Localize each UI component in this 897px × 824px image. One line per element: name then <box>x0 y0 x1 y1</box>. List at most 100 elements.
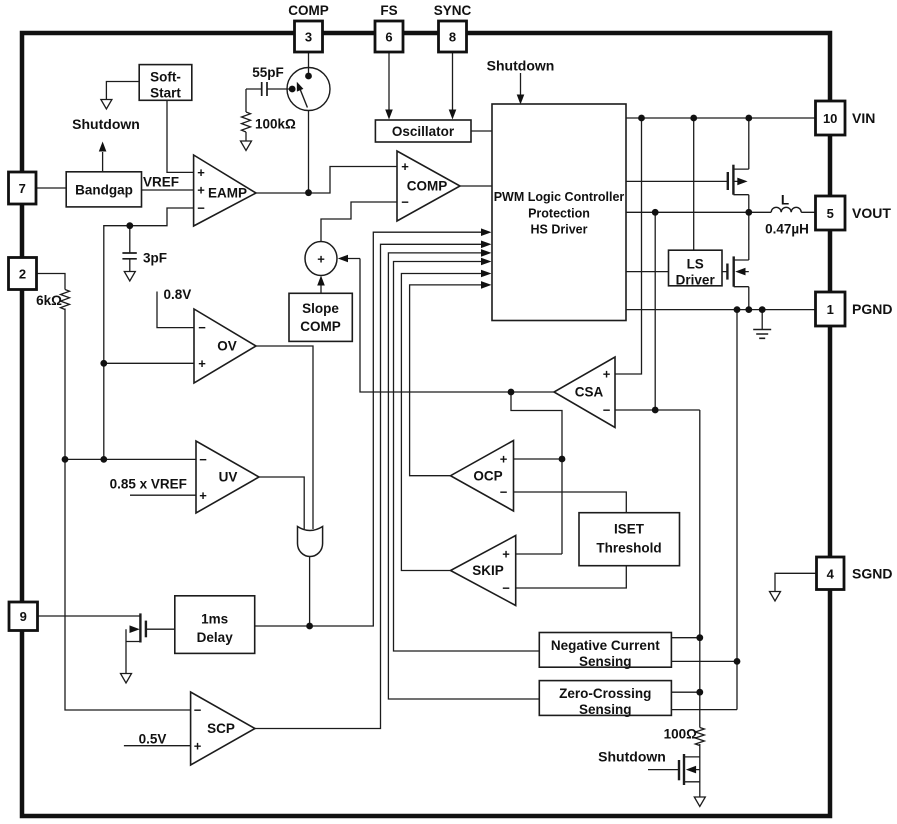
label-3pf: 3pF <box>143 251 167 266</box>
wire-delay-to-pwm <box>254 231 482 627</box>
pin-box-9 <box>7 600 39 632</box>
label-start: Start <box>150 86 181 101</box>
uv-minus: − <box>199 452 207 467</box>
earth-ground <box>753 328 772 340</box>
block-iset-threshold <box>578 511 681 567</box>
junction-dot <box>651 406 659 414</box>
label-eamp: EAMP <box>208 186 247 201</box>
wire-lsfet-leads <box>722 212 750 310</box>
wire-comp-minus-to-sum <box>320 201 397 242</box>
resistor-100ohm <box>693 726 707 747</box>
label-6k: 6kΩ <box>36 293 62 308</box>
label-skip: SKIP <box>472 563 504 578</box>
label-threshold: Threshold <box>596 541 661 556</box>
pin-box-2 <box>7 256 38 291</box>
pin-number-8: 8 <box>449 30 456 45</box>
wire-zcs-right <box>671 309 738 711</box>
skip-minus: − <box>502 581 510 596</box>
label-inductance: 0.47µH <box>765 222 809 237</box>
label-shutdown-left: Shutdown <box>72 116 140 132</box>
wire-eamp-out-to-comp-plus <box>256 165 397 194</box>
blocks <box>65 63 723 717</box>
label-delay: Delay <box>197 630 234 645</box>
wire-pin2-to-scp <box>36 272 191 711</box>
pin-label-sync: SYNC <box>434 3 472 18</box>
pin-box-10 <box>814 99 847 137</box>
pin-number-5: 5 <box>827 206 834 221</box>
gnd-sdfet <box>693 796 707 808</box>
junction-dot <box>305 189 312 197</box>
resistor-100k <box>239 111 253 133</box>
pin-label-comp: COMP <box>288 3 329 18</box>
junction-dot <box>306 622 313 630</box>
pin-box-7 <box>7 170 38 206</box>
arrowheads <box>98 81 748 774</box>
comp-plus: + <box>401 159 409 174</box>
pin-number-9: 9 <box>20 609 27 624</box>
junction-dot <box>638 114 645 122</box>
label-zcs-1: Zero-Crossing <box>559 686 651 701</box>
junction-dot <box>745 208 753 216</box>
junction-dot <box>758 306 766 313</box>
junction-dot <box>690 114 698 122</box>
pin-box-6 <box>373 19 405 54</box>
junction-dot <box>745 306 753 313</box>
wire-sdfet-leads <box>648 756 700 783</box>
label-ov: OV <box>217 339 237 354</box>
scp-minus: − <box>194 703 202 718</box>
wire-pin4-gnd <box>774 572 817 592</box>
label-ls: LS <box>687 257 704 272</box>
pin-number-7: 7 <box>19 181 26 196</box>
ov-plus: + <box>198 356 206 371</box>
label-shutdown-top: Shutdown <box>487 58 555 74</box>
wire-softstart-to-gnd <box>105 80 140 100</box>
block-ls-driver <box>667 249 723 287</box>
wire-eamp-feedback <box>103 207 194 460</box>
amp-eamp <box>192 153 258 228</box>
gnd-sgnd <box>768 590 782 603</box>
junction-dot <box>558 455 566 463</box>
label-slope-comp: COMP <box>300 319 341 334</box>
ocp-plus: + <box>500 452 508 467</box>
arrow-sum-bottom <box>317 275 325 286</box>
wire-ncs-to-pwm <box>392 260 540 652</box>
skip-plus: + <box>502 547 510 562</box>
ocp-minus: − <box>500 485 508 500</box>
label-100ohm: 100Ω <box>664 727 698 742</box>
inductor-symbol <box>770 206 802 213</box>
arrow-pwm-in-4 <box>481 257 492 266</box>
wire-0v8-to-ov <box>156 291 194 329</box>
csa-plus: + <box>603 367 611 382</box>
label-55pf: 55pF <box>252 65 284 80</box>
wire-ocp-minus-iset <box>513 491 627 513</box>
label-1ms: 1ms <box>201 612 228 627</box>
wire-csa-out-to-sum <box>359 258 554 393</box>
comp-switch-arm <box>299 88 309 108</box>
wire-zcs-to-pwm <box>387 252 540 700</box>
pin-box-4 <box>815 555 846 591</box>
eamp-plus2: + <box>197 183 205 198</box>
label-ncs-1: Negative Current <box>551 638 660 653</box>
eamp-plus1: + <box>197 165 205 180</box>
amp-skip <box>448 534 517 607</box>
label-scp: SCP <box>207 721 235 736</box>
label-085vref: 0.85 x VREF <box>110 477 187 492</box>
texts: COMP FS SYNC VIN VOUT PGND SGND 3 6 8 10… <box>19 3 893 765</box>
pin-label-sgnd: SGND <box>852 566 892 582</box>
arrow-pwm-in-6 <box>481 281 492 289</box>
or-gate <box>296 525 324 558</box>
pin-number-1: 1 <box>827 302 834 317</box>
label-csa: CSA <box>575 385 604 400</box>
label-uv: UV <box>219 470 238 485</box>
label-bandgap: Bandgap <box>75 183 133 198</box>
amplifiers <box>189 149 616 767</box>
wire-softstart-to-eamp <box>166 100 194 174</box>
wire-ov-out <box>256 345 314 529</box>
scp-plus: + <box>194 739 202 754</box>
block-bandgap <box>65 171 143 208</box>
label-0v5: 0.5V <box>139 732 167 747</box>
sum-plus: + <box>317 252 325 267</box>
label-pwm-1: PWM Logic Controller <box>494 190 625 204</box>
pin-label-fs: FS <box>380 3 397 18</box>
pin-label-vin: VIN <box>852 110 875 126</box>
